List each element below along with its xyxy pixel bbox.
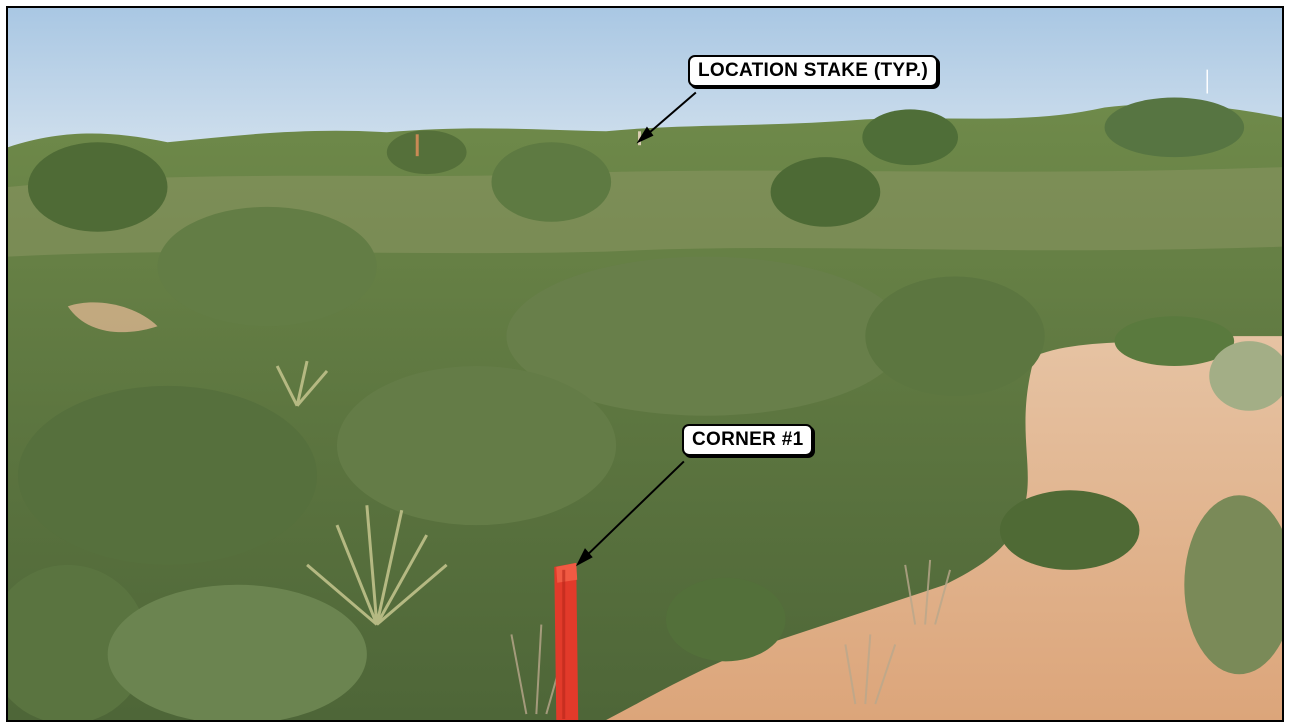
sand-patch-right [606, 336, 1282, 720]
distant-location-stake [638, 131, 642, 146]
dry-grass [510, 559, 952, 715]
corner-callout: CORNER #1 [682, 424, 814, 456]
landscape-photo [8, 8, 1282, 720]
photo-frame [6, 6, 1284, 722]
leader-lines [575, 91, 697, 567]
location-stake-callout: LOCATION STAKE (TYP.) [688, 55, 939, 87]
corner-stake [554, 562, 579, 720]
shrubs [8, 97, 1282, 720]
sand-patch-left [67, 302, 158, 333]
yucca [275, 360, 448, 626]
